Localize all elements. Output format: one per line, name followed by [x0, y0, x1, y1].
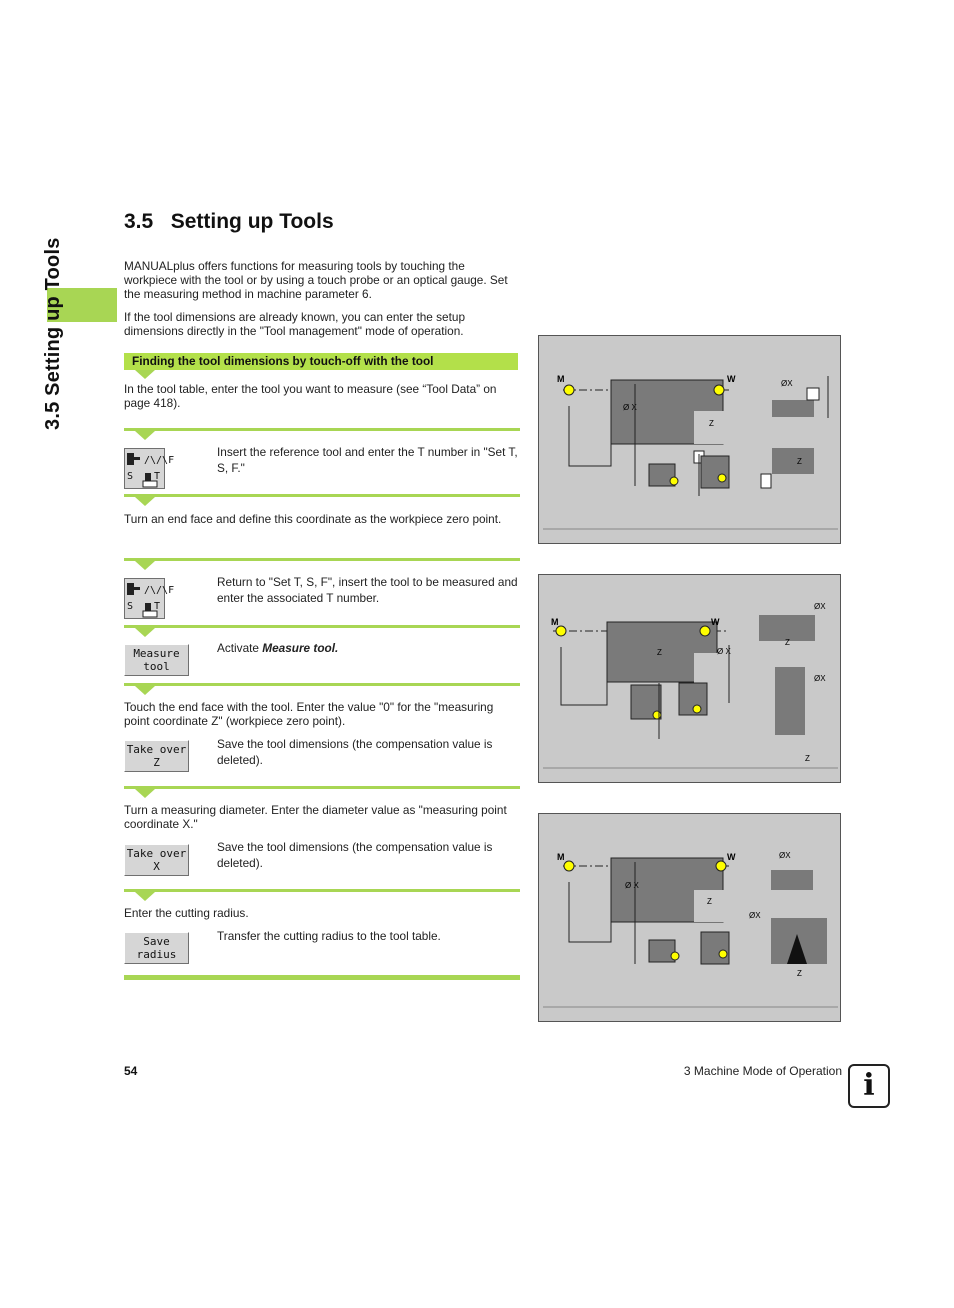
arrow-down-icon [135, 497, 155, 506]
machine-zero-label: M [557, 374, 565, 384]
intro-paragraph-1: MANUALplus offers functions for measurin… [124, 259, 508, 301]
step-text: Save the tool dimensions (the compensati… [217, 737, 493, 767]
arrow-down-icon [135, 686, 155, 695]
softkey-line-2: X [153, 860, 160, 873]
arrow-down-icon [135, 789, 155, 798]
section-heading: Finding the tool dimensions by touch-off… [124, 353, 518, 370]
info-icon: i [848, 1064, 890, 1108]
softkey-line-1: Save [143, 935, 170, 948]
diameter-x-label: ØX [814, 674, 826, 683]
intro-paragraph-2: If the tool dimensions are already known… [124, 310, 466, 338]
figure-measure-x: M W Ø X Z ØX ØX Z [538, 813, 841, 1022]
diameter-x-label: ØX [781, 379, 793, 388]
step-text: Touch the end face with the tool. Enter … [124, 700, 494, 728]
tool-label: T [154, 601, 161, 612]
z-label: Z [797, 457, 802, 466]
step-text: Return to "Set T, S, F", insert the tool… [217, 575, 518, 605]
diameter-x-label: ØX [749, 911, 761, 920]
softkey-line-2: radius [136, 948, 177, 961]
tool-holder-icon [127, 583, 158, 618]
tool-label: T [154, 471, 161, 482]
step-text: Insert the reference tool and enter the … [217, 445, 518, 475]
side-tab-title: 3.5 Setting up Tools [42, 237, 64, 430]
workpiece-zero-label: W [727, 374, 736, 384]
step-divider [124, 625, 520, 628]
diameter-x-label: ØX [814, 602, 826, 611]
tool-holder-icon [127, 453, 158, 488]
spindle-label: S [127, 471, 134, 482]
step-text: Enter the cutting radius. [124, 906, 249, 920]
feed-label: /\/\F [144, 585, 175, 596]
step-text: Transfer the cutting radius to the tool … [217, 929, 441, 943]
heading-number: 3.5 [124, 210, 154, 233]
diameter-label: Ø X [623, 403, 637, 412]
set-tsf-softkey[interactable]: /\/\F S T [124, 448, 174, 489]
arrow-down-icon [135, 628, 155, 637]
arrow-down-icon [135, 370, 155, 379]
diameter-label: Ø X [625, 881, 639, 890]
step-text: Activate Measure tool. [217, 640, 519, 656]
set-tsf-softkey[interactable]: /\/\F S T [124, 578, 174, 619]
arrow-down-icon [135, 431, 155, 440]
step-divider [124, 428, 520, 431]
heading-title: Setting up Tools [170, 210, 334, 233]
z-label: Z [785, 638, 790, 647]
machine-diagram: M W Z Ø X ØX Z ØX Z [543, 602, 838, 769]
step-divider [124, 889, 520, 892]
step-text: In the tool table, enter the tool you wa… [124, 382, 497, 410]
workpiece-zero-label: W [727, 852, 736, 862]
machine-diagram: M W Ø X Z ØX Z [543, 374, 838, 530]
softkey-line-1: Take over [126, 847, 187, 860]
softkey-line-1: Take over [126, 743, 187, 756]
step-prefix: Activate [217, 641, 263, 655]
step-divider [124, 786, 520, 789]
workpiece-zero-label: W [711, 617, 720, 627]
machine-zero-label: M [551, 617, 559, 627]
step-text: Turn a measuring diameter. Enter the dia… [124, 803, 507, 831]
step-emphasis: Measure tool. [262, 641, 339, 655]
figure-reference-tool: M W Ø X Z ØX Z [538, 335, 841, 544]
step-divider [124, 558, 520, 561]
spindle-label: S [127, 601, 134, 612]
arrow-down-icon [135, 892, 155, 901]
figure-measure-z: M W Z Ø X ØX Z ØX Z [538, 574, 841, 783]
side-tab-highlight [47, 288, 117, 322]
diameter-x-label: ØX [779, 851, 791, 860]
page-number: 54 [124, 1064, 138, 1078]
arrow-down-icon [135, 561, 155, 570]
take-over-x-softkey[interactable]: Take over X [124, 844, 189, 876]
feed-label: /\/\F [144, 455, 175, 466]
step-text: Save the tool dimensions (the compensati… [217, 840, 493, 870]
softkey-line-1: Measure [133, 647, 180, 660]
page-title: 3.5 Setting up Tools [124, 210, 334, 234]
machine-zero-label: M [557, 852, 565, 862]
take-over-z-softkey[interactable]: Take over Z [124, 740, 189, 772]
save-radius-softkey[interactable]: Save radius [124, 932, 189, 964]
machine-diagram: M W Ø X Z ØX ØX Z [543, 851, 838, 1008]
softkey-line-2: tool [143, 660, 170, 673]
diameter-label: Ø X [717, 647, 731, 656]
step-divider [124, 494, 520, 497]
z-label: Z [657, 648, 662, 657]
section-end-bar [124, 975, 520, 980]
step-divider [124, 683, 520, 686]
z-label: Z [805, 754, 810, 763]
z-label: Z [709, 419, 714, 428]
z-label: Z [797, 969, 802, 978]
softkey-line-2: Z [153, 756, 160, 769]
step-text: Turn an end face and define this coordin… [124, 512, 502, 526]
chapter-title: 3 Machine Mode of Operation [683, 1064, 842, 1078]
z-label: Z [707, 897, 712, 906]
measure-tool-softkey[interactable]: Measure tool [124, 644, 189, 676]
